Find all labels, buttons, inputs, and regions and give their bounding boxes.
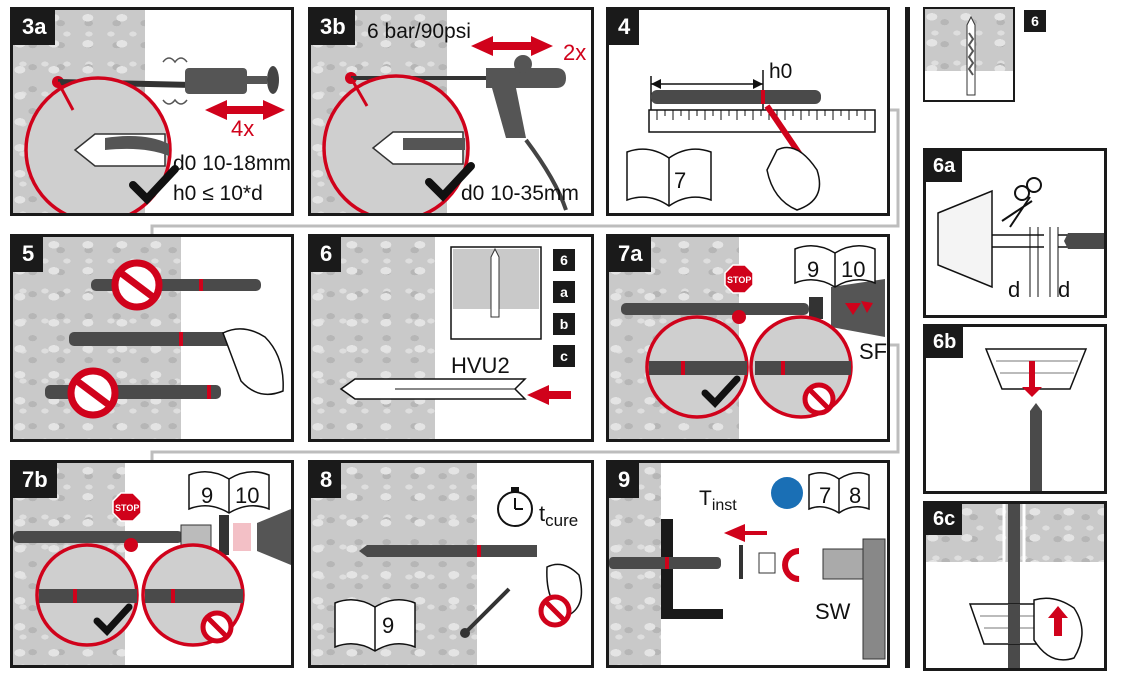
step-7a-panel: 7a STOP 9 10 SF xyxy=(606,234,890,442)
detail-tag: 6b xyxy=(926,327,964,358)
manual-page-left: 7 xyxy=(819,483,832,508)
sub-step-tag: a xyxy=(553,281,575,303)
step-tag: 3a xyxy=(13,10,56,45)
cut-capsule-illustration xyxy=(937,177,1104,297)
install-torque-label: Tinst xyxy=(699,487,737,514)
step-5-panel: 5 xyxy=(10,234,294,442)
repeat-count: 2x xyxy=(563,40,587,65)
set-anchor-illustration xyxy=(13,471,291,647)
air-pressure-label: 6 bar/90psi xyxy=(367,20,471,43)
manual-page-left: 9 xyxy=(807,257,820,282)
manual-page-number: 9 xyxy=(382,613,395,638)
insert-anchor-illustration xyxy=(45,259,284,419)
step-tag: 3b xyxy=(311,10,355,45)
install-torque-subscript: inst xyxy=(711,497,737,514)
detail-6-thumbnail xyxy=(923,7,1015,102)
column-separator xyxy=(905,7,910,668)
diameter-label: d xyxy=(1008,277,1021,302)
manual-page-left: 9 xyxy=(201,483,214,508)
step-tag: 8 xyxy=(311,463,342,498)
sub-step-tag: b xyxy=(553,313,575,335)
diameter-label: d xyxy=(1058,277,1071,302)
tool-label: SF xyxy=(859,339,888,364)
step-tag: 4 xyxy=(609,10,640,45)
curing-illustration xyxy=(334,487,583,652)
manual-page-right: 10 xyxy=(841,257,866,282)
manual-page-right: 8 xyxy=(849,483,862,508)
step-tag: 6 xyxy=(311,237,342,272)
sub-step-tag: c xyxy=(553,345,575,367)
capsule-label: HVU2 xyxy=(451,353,510,378)
drill-diameter-label: d0 10-35mm xyxy=(461,182,579,205)
repeat-count: 4x xyxy=(231,116,255,141)
step-3b-panel: 3b 6 bar/90psi 2x d0 10-35mm xyxy=(308,7,594,216)
step-7b-panel: 7b STOP 9 10 xyxy=(10,460,294,668)
install-torque-symbol: T xyxy=(699,487,712,510)
step-6-panel: 6 6 a b c HVU2 xyxy=(308,234,594,442)
hole-depth-label: h0 xyxy=(769,60,793,83)
step-tag: 9 xyxy=(609,463,640,498)
stop-sign-label: STOP xyxy=(115,503,140,513)
detail-6a-panel: 6a d d xyxy=(923,148,1107,318)
detail-6b-panel: 6b xyxy=(923,324,1107,494)
detail-tag: 6c xyxy=(926,504,963,535)
manual-page-right: 10 xyxy=(235,483,260,508)
capsule-insert-illustration xyxy=(339,246,571,405)
stop-sign-label: STOP xyxy=(727,275,752,285)
step-9-panel: 9 Tinst 7 8 SW xyxy=(606,460,890,668)
manual-page-number: 7 xyxy=(674,168,687,193)
detail-tag: 6a xyxy=(926,151,963,182)
pull-capsule-illustration xyxy=(968,504,1083,668)
step-3a-panel: 3a 4x d0 10-18mm h0 ≤ 10*d xyxy=(10,7,294,216)
cure-time-subscript: cure xyxy=(545,511,579,530)
step-4-panel: 4 h0 7 xyxy=(606,7,890,216)
step-tag: 7a xyxy=(609,237,652,272)
sub-step-tag: 6 xyxy=(553,249,575,271)
measure-rod-illustration xyxy=(626,70,876,211)
cure-time-label: tcure xyxy=(539,501,579,530)
torque-illustration xyxy=(609,472,886,660)
drill-diameter-label: d0 10-18mm xyxy=(173,152,291,175)
detail-6c-panel: 6c xyxy=(923,501,1107,671)
step-tag: 5 xyxy=(13,237,44,272)
tool-label: SW xyxy=(815,599,851,624)
step-8-panel: 8 tcure 9 xyxy=(308,460,594,668)
step-tag: 7b xyxy=(13,463,57,498)
insert-capsule-illustration xyxy=(984,348,1088,491)
cure-time-symbol: t xyxy=(539,501,546,526)
drill-hole-icon xyxy=(966,15,976,96)
detail-tag: 6 xyxy=(1024,10,1046,32)
hole-depth-label: h0 ≤ 10*d xyxy=(173,182,263,205)
